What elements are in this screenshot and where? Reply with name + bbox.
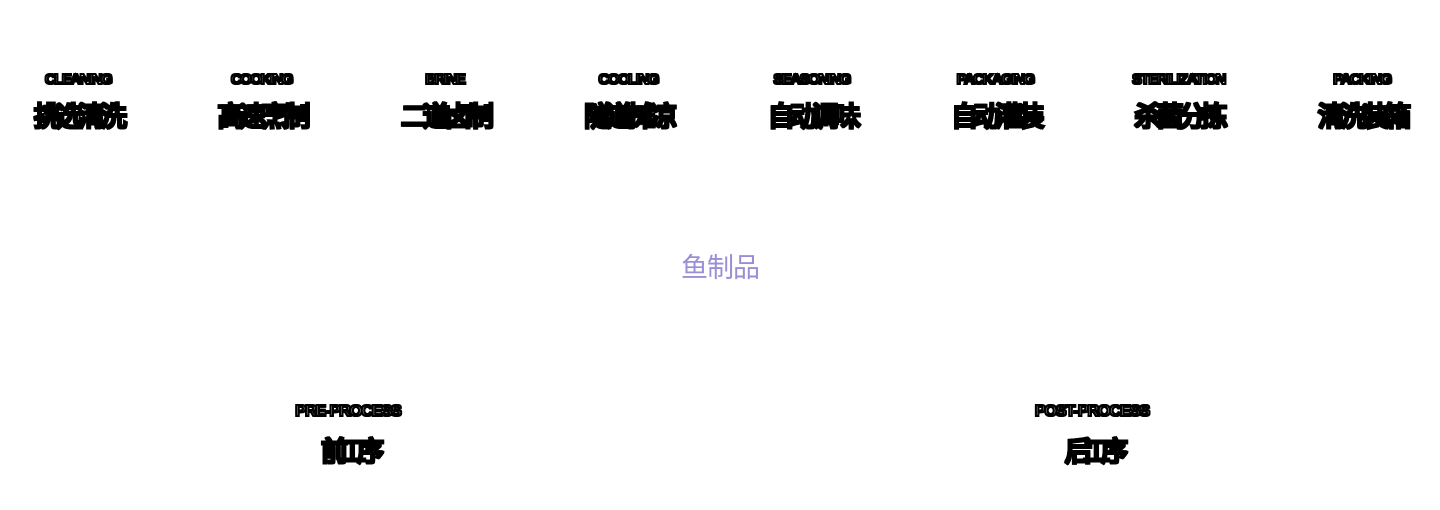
step-label-zh: 清洗装箱 [1317, 102, 1412, 132]
workshop-post-process: POST-PROCESS 后工序 [892, 403, 1292, 468]
workshop-pre-process: PRE-PROCESS 前工序 [148, 403, 548, 468]
step-label-en: CLEANING [44, 71, 114, 88]
workshop-label-en: PRE-PROCESS [294, 403, 402, 421]
process-step-brine: BRINE 二道卤制 [385, 71, 505, 132]
step-label-en: COOKING [230, 71, 295, 88]
step-label-en: PACKAGING [956, 71, 1037, 88]
step-label-en: COOLING [598, 71, 661, 88]
step-label-en: SEASONING [772, 71, 852, 88]
step-label-zh: 杀菌分拣 [1134, 102, 1229, 132]
process-step-packing: PACKING 清洗装箱 [1302, 71, 1422, 132]
step-label-en: PACKING [1332, 71, 1393, 88]
step-label-zh: 隧道摊凉 [583, 102, 678, 132]
product-tab-fish[interactable]: 鱼制品 [681, 253, 760, 283]
process-step-cooling: COOLING 隧道摊凉 [568, 71, 688, 132]
workshop-label-zh: 前工序 [320, 437, 385, 467]
step-label-zh: 高速烹制 [216, 102, 311, 132]
step-label-en: BRINE [424, 71, 467, 88]
step-label-en: STERILIZATION [1131, 71, 1227, 88]
process-step-sterilization: STERILIZATION 杀菌分拣 [1119, 71, 1239, 132]
process-steps-row: CLEANING 挑选清洗 COOKING 高速烹制 BRINE 二道卤制 CO… [0, 0, 1440, 132]
process-step-cooking: COOKING 高速烹制 [201, 71, 321, 132]
process-step-packaging: PACKAGING 自动灌装 [935, 71, 1055, 132]
step-label-zh: 自动灌装 [950, 102, 1045, 132]
workshop-label-en: POST-PROCESS [1034, 403, 1151, 421]
step-label-zh: 挑选清洗 [33, 102, 128, 132]
step-label-zh: 自动调味 [767, 102, 862, 132]
step-label-zh: 二道卤制 [400, 102, 495, 132]
process-step-cleaning: CLEANING 挑选清洗 [18, 71, 138, 132]
workshop-label-zh: 后工序 [1064, 437, 1129, 467]
process-step-seasoning: SEASONING 自动调味 [752, 71, 872, 132]
